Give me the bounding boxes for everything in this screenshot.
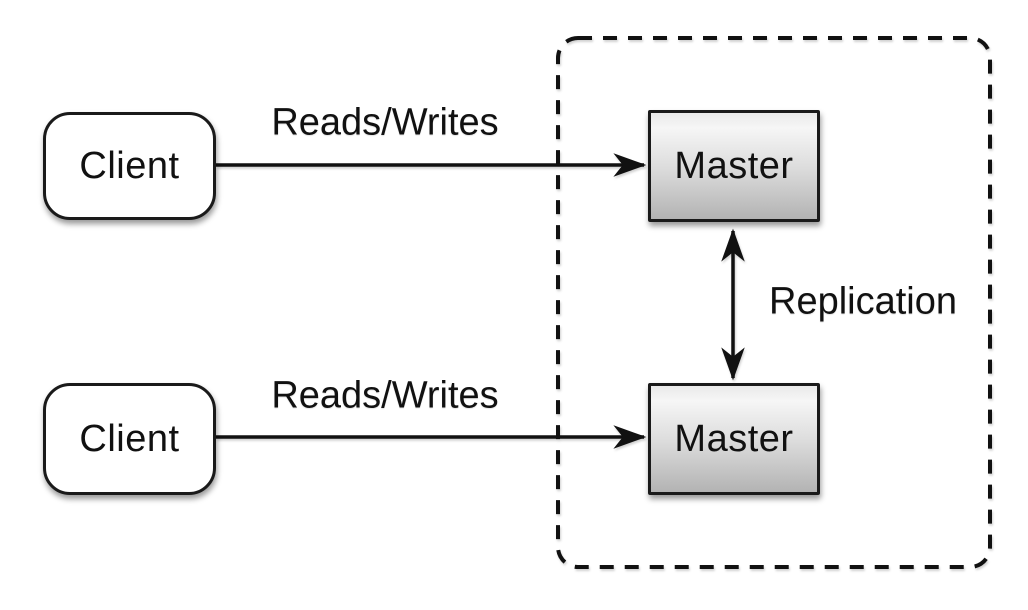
- node-client-bottom: Client: [43, 383, 216, 495]
- node-master-top-label: Master: [674, 144, 794, 187]
- node-client-top-label: Client: [79, 144, 180, 187]
- edge-label-reads-writes-bottom: Reads/Writes: [271, 374, 499, 417]
- node-master-top: Master: [648, 110, 820, 222]
- node-master-bottom-label: Master: [674, 417, 794, 460]
- edge-label-replication: Replication: [769, 280, 957, 323]
- node-master-bottom: Master: [648, 383, 820, 495]
- node-client-bottom-label: Client: [79, 417, 180, 460]
- node-client-top: Client: [43, 112, 216, 220]
- replication-boundary-dashed-rect: [556, 36, 992, 569]
- edge-label-reads-writes-top: Reads/Writes: [271, 101, 499, 144]
